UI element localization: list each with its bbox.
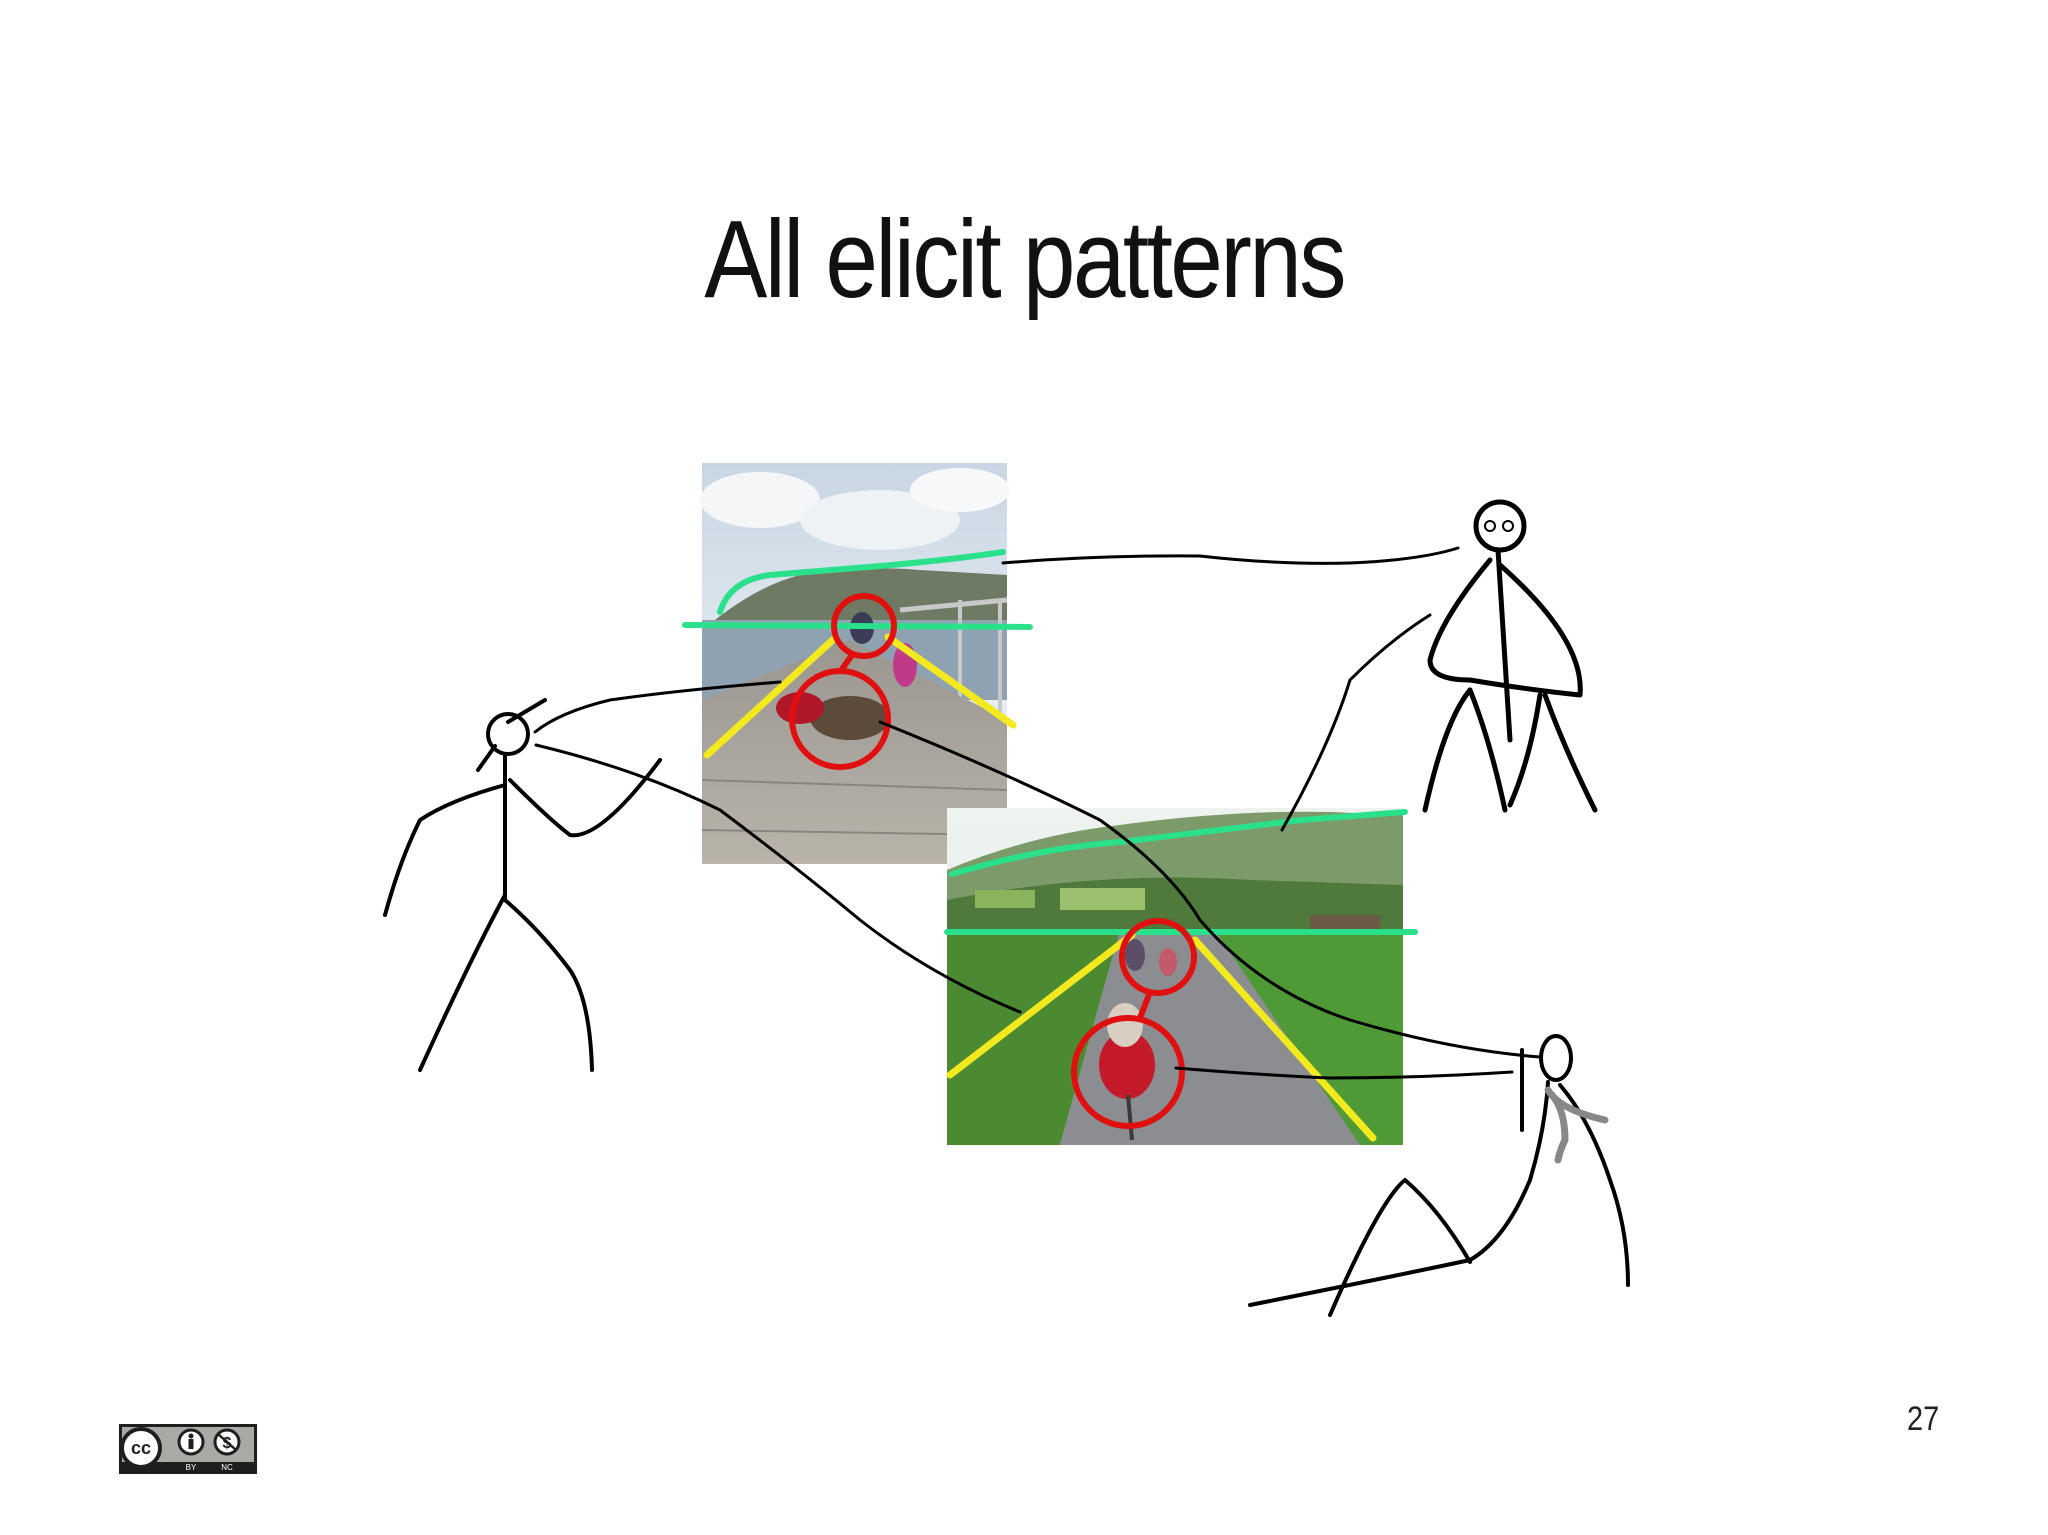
- photo-cycle-path-scene: [944, 808, 1418, 1145]
- sight-lines: [533, 546, 1542, 1080]
- slide-title: All elicit patterns: [704, 198, 1346, 321]
- creative-commons-badge: cc $ BY NC: [119, 1424, 257, 1474]
- cc-label: cc: [131, 1438, 151, 1458]
- by-label: BY: [186, 1463, 197, 1472]
- nc-dollar-icon: $: [213, 1428, 241, 1456]
- stick-figure-observer-seated: [1422, 499, 1598, 813]
- photo-pier-scene: [682, 463, 1033, 864]
- page-number: 27: [1907, 1400, 1940, 1438]
- cc-icon: cc: [120, 1427, 162, 1469]
- stick-figure-observer-reclining: [1248, 1034, 1630, 1317]
- by-person-icon: [177, 1428, 205, 1456]
- nc-label: NC: [221, 1463, 233, 1472]
- stick-figure-observer-left: [383, 698, 662, 1072]
